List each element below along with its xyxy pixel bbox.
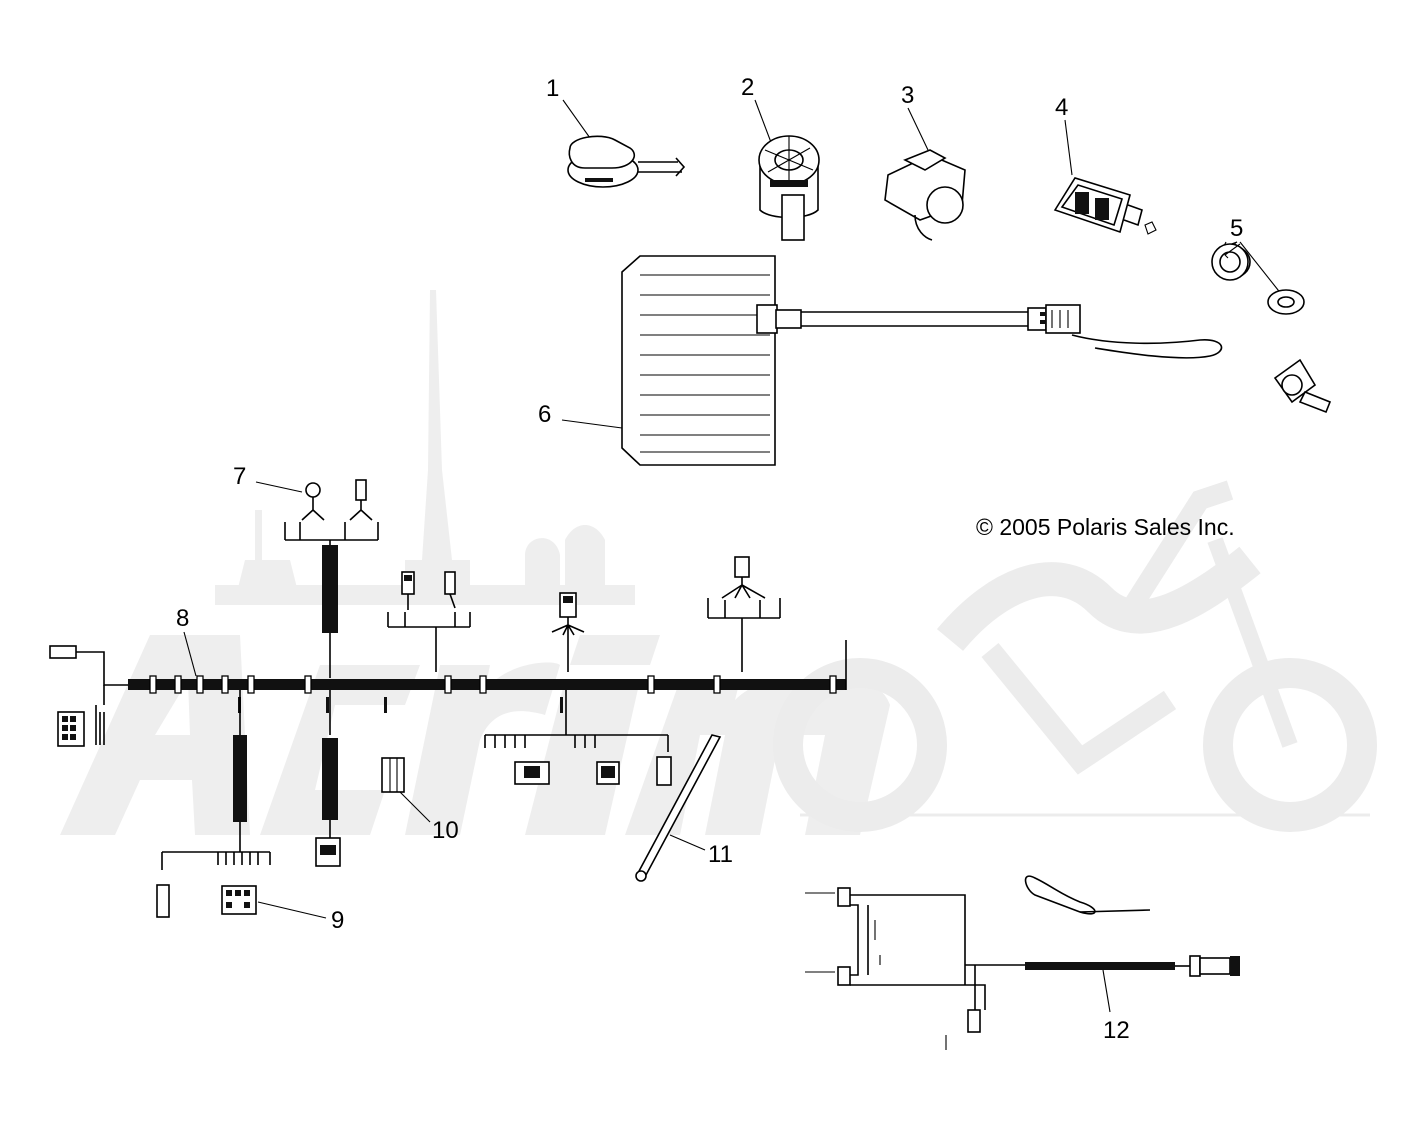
callout-6: 6: [538, 401, 551, 428]
callout-11: 11: [708, 841, 733, 868]
harness-lower-branch-middle: [315, 690, 341, 867]
part-12-sub-harness: 12: [805, 875, 1240, 1050]
leader-line-2: [754, 99, 773, 146]
leader-line-8: [183, 631, 197, 677]
callout-5: 5: [1230, 215, 1243, 242]
callout-1: 1: [546, 75, 559, 102]
callout-3: 3: [901, 82, 914, 109]
leader-line-4: [1064, 119, 1073, 176]
part-8-main-harness: 8: [49, 605, 847, 747]
watermark-skyline: [215, 290, 635, 605]
watermark-letters: [60, 635, 890, 835]
leader-line-9: [257, 901, 327, 919]
part-9-lower-connector: 9: [156, 690, 344, 934]
leader-line-12: [1102, 969, 1111, 1013]
harness-lower-branch-right: [484, 690, 672, 786]
leader-line-1: [562, 99, 591, 139]
callout-7: 7: [233, 463, 246, 490]
callout-8: 8: [176, 605, 189, 632]
part-6-control-module: 6: [538, 255, 1081, 466]
leader-line-7: [255, 481, 303, 493]
leader-line-11: [669, 834, 706, 851]
part-10-connector-housing: 10: [381, 757, 459, 844]
leader-line-10: [399, 791, 431, 823]
part-2-horn: 2: [741, 74, 820, 241]
part-5-socket-and-bulb: 5: [1071, 215, 1332, 414]
callout-2: 2: [741, 74, 754, 101]
callout-12: 12: [1103, 1017, 1130, 1044]
copyright-text: © 2005 Polaris Sales Inc.: [976, 514, 1235, 540]
harness-upper-branches: [387, 556, 781, 672]
part-1-knob: 1: [546, 75, 686, 188]
leader-line-3: [907, 107, 929, 151]
part-11-cable-tie: 11: [635, 734, 733, 882]
callout-10: 10: [432, 817, 459, 844]
part-3-switch: 3: [884, 82, 966, 241]
watermark-motorcycle: [773, 480, 1377, 832]
part-4-rocker-switch: 4: [1053, 94, 1157, 235]
callout-9: 9: [331, 907, 344, 934]
callout-4: 4: [1055, 94, 1068, 121]
leader-line-6: [561, 419, 623, 429]
watermark: [60, 290, 1377, 835]
part-7-branch-connectors: 7: [233, 463, 379, 678]
